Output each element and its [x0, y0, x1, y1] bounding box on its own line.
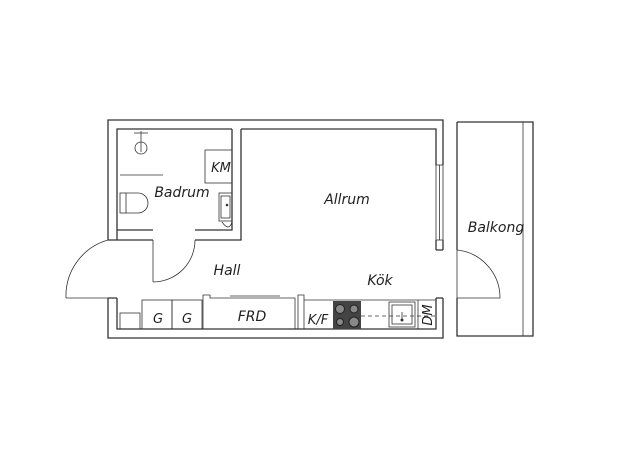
bathroom-door	[152, 239, 196, 283]
label-frd: FRD	[238, 309, 267, 325]
label-g-1: G	[153, 312, 163, 327]
storage-units	[119, 294, 296, 330]
window	[435, 164, 444, 241]
kitchen-sink-icon	[388, 301, 416, 328]
label-dm: DM	[421, 304, 436, 325]
label-g-2: G	[182, 312, 192, 327]
bathroom-walls	[117, 129, 242, 241]
stove-icon	[333, 301, 361, 329]
label-km: KM	[211, 161, 231, 176]
room-label-kok: Kök	[367, 273, 393, 289]
balcony	[456, 121, 534, 337]
room-label-hall: Hall	[214, 263, 241, 279]
shower-icon	[120, 131, 163, 176]
kitchen-counter	[297, 294, 436, 329]
room-label-badrum: Badrum	[154, 185, 209, 201]
room-label-balkong: Balkong	[468, 220, 525, 236]
balcony-door[interactable]	[456, 249, 501, 299]
entrance-door[interactable]	[65, 239, 109, 299]
room-label-allrum: Allrum	[323, 192, 370, 208]
outer-walls	[107, 119, 444, 339]
km-cabinet	[204, 149, 233, 184]
bathroom-sink	[218, 192, 233, 228]
toilet-icon	[119, 192, 149, 214]
label-kf: K/F	[308, 313, 329, 328]
